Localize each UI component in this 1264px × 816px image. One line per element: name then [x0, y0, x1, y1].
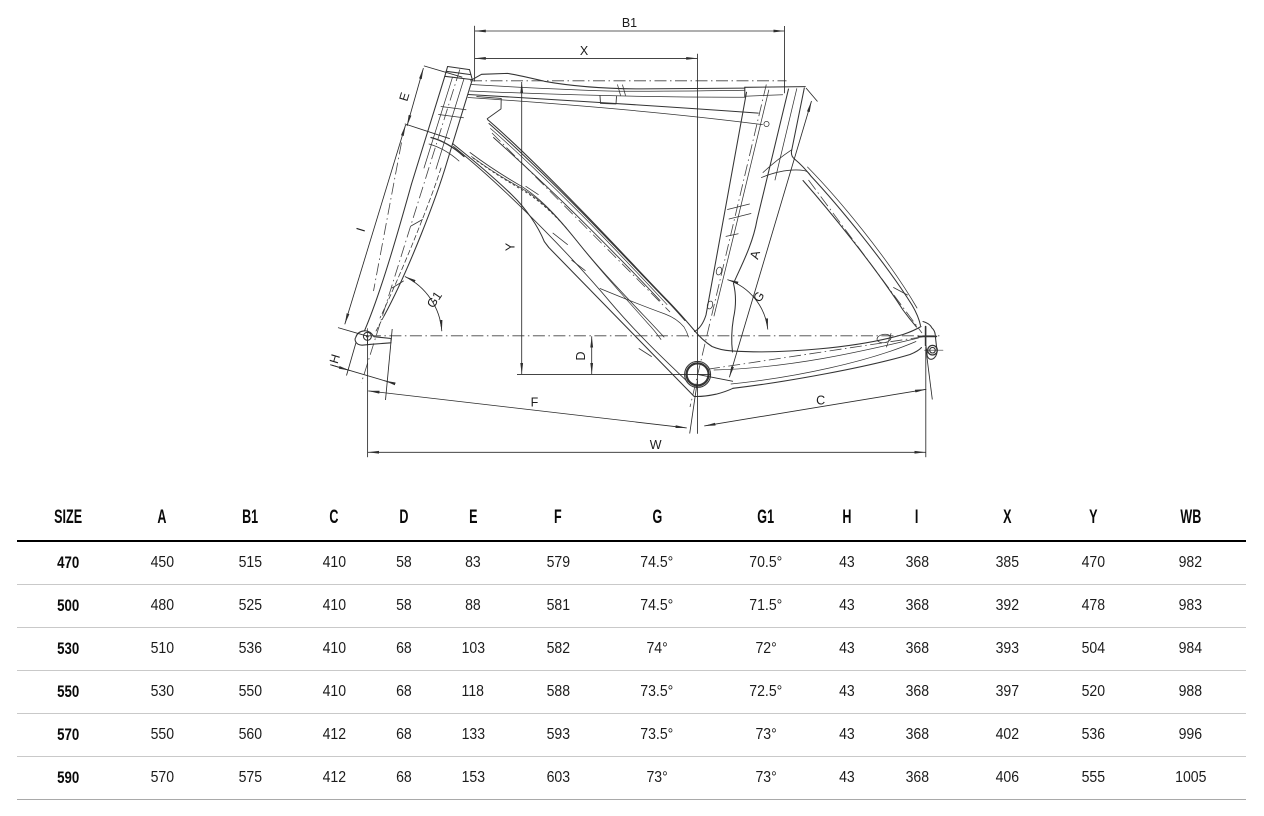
- svg-text:G1: G1: [424, 289, 445, 311]
- svg-text:F: F: [531, 396, 539, 410]
- svg-text:E: E: [397, 91, 413, 103]
- svg-text:B1: B1: [622, 16, 637, 30]
- svg-text:G: G: [750, 289, 767, 305]
- svg-text:H: H: [327, 352, 343, 365]
- svg-text:I: I: [354, 226, 368, 233]
- svg-text:Y: Y: [504, 242, 518, 251]
- svg-text:A: A: [747, 248, 763, 261]
- svg-text:X: X: [580, 44, 589, 58]
- svg-text:W: W: [650, 438, 662, 452]
- svg-text:D: D: [574, 351, 588, 360]
- svg-text:C: C: [816, 394, 825, 408]
